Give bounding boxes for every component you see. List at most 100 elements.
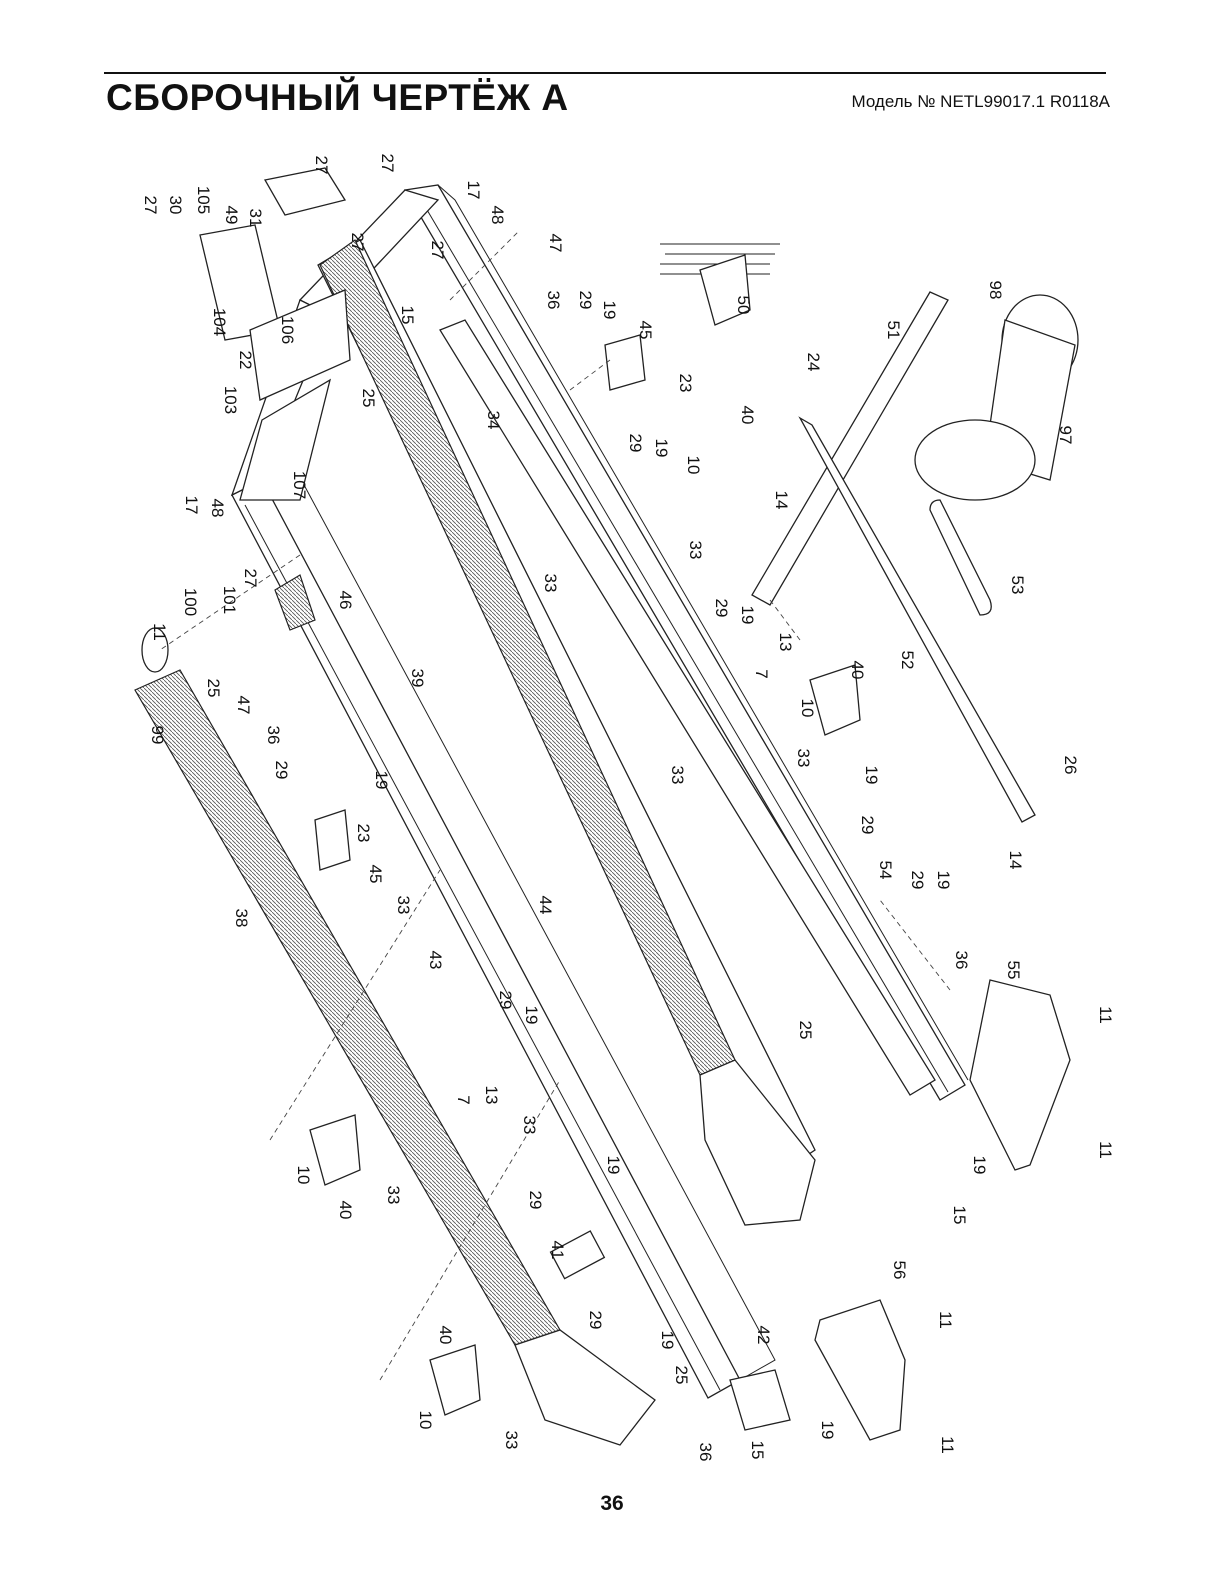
callout-19: 19 [600, 301, 619, 320]
callout-11: 11 [1096, 1141, 1115, 1159]
callout-46: 46 [336, 591, 355, 610]
callout-22: 22 [236, 351, 255, 370]
callout-11: 11 [1096, 1006, 1115, 1024]
label-plate [549, 1230, 606, 1280]
callout-98: 98 [986, 281, 1005, 300]
part-99 [141, 627, 169, 673]
page-number: 36 [600, 1492, 624, 1515]
callout-29: 29 [576, 291, 595, 310]
callout-27: 27 [241, 569, 260, 588]
callout-27: 27 [428, 241, 447, 260]
callout-15: 15 [748, 1441, 767, 1460]
callout-29: 29 [586, 1311, 605, 1330]
callout-13: 13 [776, 633, 795, 652]
callout-33: 33 [520, 1116, 539, 1135]
page-title: СБОРОЧНЫЙ ЧЕРТЁЖ А [106, 77, 569, 118]
callout-14: 14 [1006, 851, 1025, 870]
side-rail-right [319, 239, 816, 1226]
callout-36: 36 [544, 291, 563, 310]
callout-17: 17 [182, 496, 201, 515]
callout-33: 33 [394, 896, 413, 915]
bracket-45-a [604, 334, 646, 391]
callout-7: 7 [752, 669, 771, 678]
foot-40-a [699, 254, 751, 326]
callout-45: 45 [636, 321, 655, 340]
leader-lines [159, 229, 951, 1381]
side-rail-left [134, 669, 656, 1446]
callout-25: 25 [796, 1021, 815, 1040]
callout-26: 26 [1061, 756, 1080, 775]
callout-29: 29 [496, 991, 515, 1010]
callout-27: 27 [348, 233, 367, 252]
callout-41: 41 [548, 1241, 567, 1260]
callout-50: 50 [734, 296, 753, 315]
rear-frame-rail-54 [439, 319, 936, 1096]
callout-39: 39 [408, 669, 427, 688]
callout-44: 44 [536, 896, 555, 915]
callout-29: 29 [626, 434, 645, 453]
callout-15: 15 [398, 306, 417, 325]
callout-36: 36 [952, 951, 971, 970]
model-number: Модель № NETL99017.1 R0118A [851, 92, 1110, 111]
callout-55: 55 [1004, 961, 1023, 980]
callout-19: 19 [862, 766, 881, 785]
callout-19: 19 [604, 1156, 623, 1175]
callout-48: 48 [208, 499, 227, 518]
header-rule [104, 72, 1106, 74]
callout-29: 29 [908, 871, 927, 890]
callout-19: 19 [970, 1156, 989, 1175]
frame-right-rail [403, 184, 969, 1101]
drive-belt [929, 499, 992, 616]
foot-40-c [309, 1114, 361, 1186]
callout-19: 19 [738, 606, 757, 625]
motor-bar [751, 291, 949, 606]
callout-25: 25 [359, 389, 378, 408]
callout-11: 11 [150, 623, 169, 641]
callout-27: 27 [378, 154, 397, 173]
upright-bracket [199, 224, 351, 501]
cover-31 [263, 167, 347, 216]
callout-30: 30 [166, 196, 185, 215]
endcap-55 [969, 979, 1071, 1171]
callout-43: 43 [426, 951, 445, 970]
callout-47: 47 [546, 234, 565, 253]
foot-40-d [429, 1344, 481, 1416]
callout-33: 33 [794, 749, 813, 768]
callout-49: 49 [222, 206, 241, 225]
front-bracket [729, 1369, 791, 1431]
callout-105: 105 [194, 186, 213, 214]
callout-48: 48 [488, 206, 507, 225]
callout-10: 10 [798, 699, 817, 718]
callout-25: 25 [672, 1366, 691, 1385]
callout-34: 34 [484, 411, 503, 430]
callout-29: 29 [526, 1191, 545, 1210]
callout-23: 23 [354, 824, 373, 843]
callout-47: 47 [234, 696, 253, 715]
callout-27: 27 [141, 196, 160, 215]
callout-31: 31 [246, 209, 265, 228]
callout-10: 10 [684, 456, 703, 475]
callout-19: 19 [652, 439, 671, 458]
callout-13: 13 [482, 1086, 501, 1105]
callout-19: 19 [372, 771, 391, 790]
callout-54: 54 [876, 861, 895, 880]
callout-99: 99 [148, 726, 167, 745]
callout-36: 36 [264, 726, 283, 745]
callout-7: 7 [454, 1095, 473, 1104]
callout-29: 29 [272, 761, 291, 780]
callout-19: 19 [658, 1331, 677, 1350]
callout-106: 106 [278, 316, 297, 344]
foot-40-b [809, 664, 861, 736]
callout-40: 40 [336, 1201, 355, 1220]
callout-100: 100 [181, 588, 200, 616]
callout-53: 53 [1008, 576, 1027, 595]
callout-11: 11 [938, 1436, 957, 1454]
callout-11: 11 [936, 1311, 955, 1329]
callout-42: 42 [754, 1326, 773, 1345]
callout-97: 97 [1056, 426, 1075, 445]
callout-29: 29 [712, 599, 731, 618]
motor [914, 294, 1079, 501]
callout-40: 40 [436, 1326, 455, 1345]
callout-23: 23 [676, 374, 695, 393]
callout-17: 17 [464, 181, 483, 200]
